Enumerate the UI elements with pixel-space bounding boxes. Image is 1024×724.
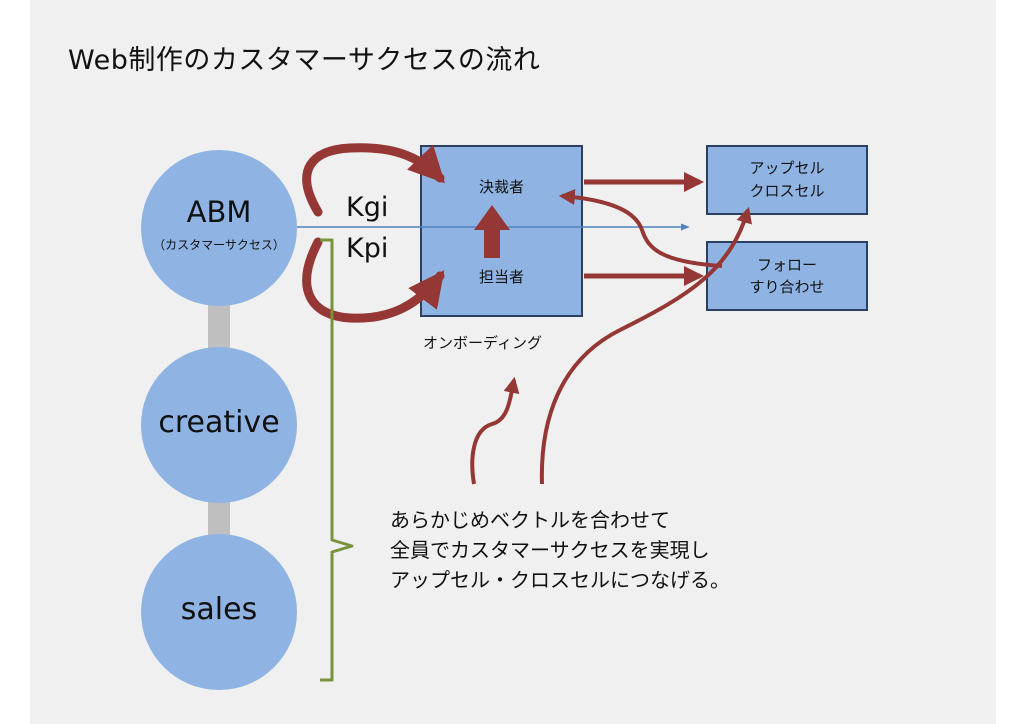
arrow-follow-to-decider [558,189,723,268]
circle-sales [141,534,297,690]
staff-label: 担当者 [478,268,524,286]
message-line2: 全員でカスタマーサクセスを実現し [390,538,710,562]
onboarding-box [420,145,583,317]
curved-arrow-bottom [302,237,445,323]
creative-label: creative [158,405,280,440]
upsell-box [706,145,868,215]
upsell-line2: クロスセル [749,182,825,200]
arrow-message-to-upsell [539,206,752,485]
page-title: Web制作のカスタマーサクセスの流れ [68,45,541,76]
promotion-arrow-shaft [484,228,500,258]
onboarding-caption: オンボーディング [423,334,542,352]
green-brace [320,238,354,682]
abm-label: ABM [186,195,252,229]
abm-sublabel: （カスタマーサクセス） [153,238,285,252]
decider-label: 決裁者 [478,178,524,196]
upsell-line1: アップセル [749,159,825,177]
curved-arrow-top [302,143,445,217]
circle-abm [141,150,297,306]
kgi-label: Kgi [346,192,389,223]
follow-line2: すり合わせ [749,278,825,296]
follow-box [706,241,868,311]
arrow-message-to-onboarding [470,376,520,485]
sales-label: sales [180,592,258,627]
circle-creative [141,347,297,503]
follow-line1: フォロー [756,256,817,274]
message-line1: あらかじめベクトルを合わせて [390,508,670,532]
promotion-arrow-head [474,205,510,230]
kpi-label: Kpi [346,233,389,264]
message-line3: アップセル・クロスセルにつなげる。 [390,568,730,592]
